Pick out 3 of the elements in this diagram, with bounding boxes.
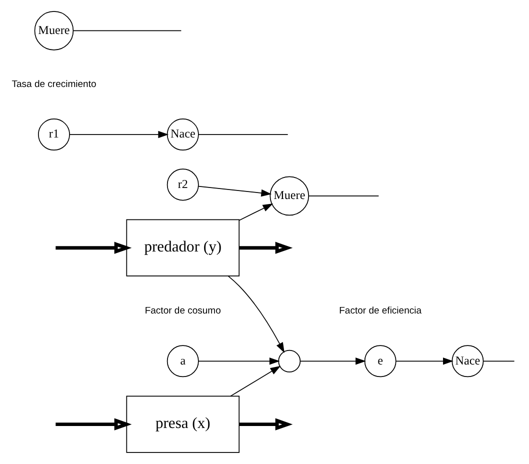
node-label: Tasa de crecimiento [11,78,96,90]
node-label: Factor de eficiencia [338,305,422,316]
node-label: Factor de cosumo [144,305,220,316]
